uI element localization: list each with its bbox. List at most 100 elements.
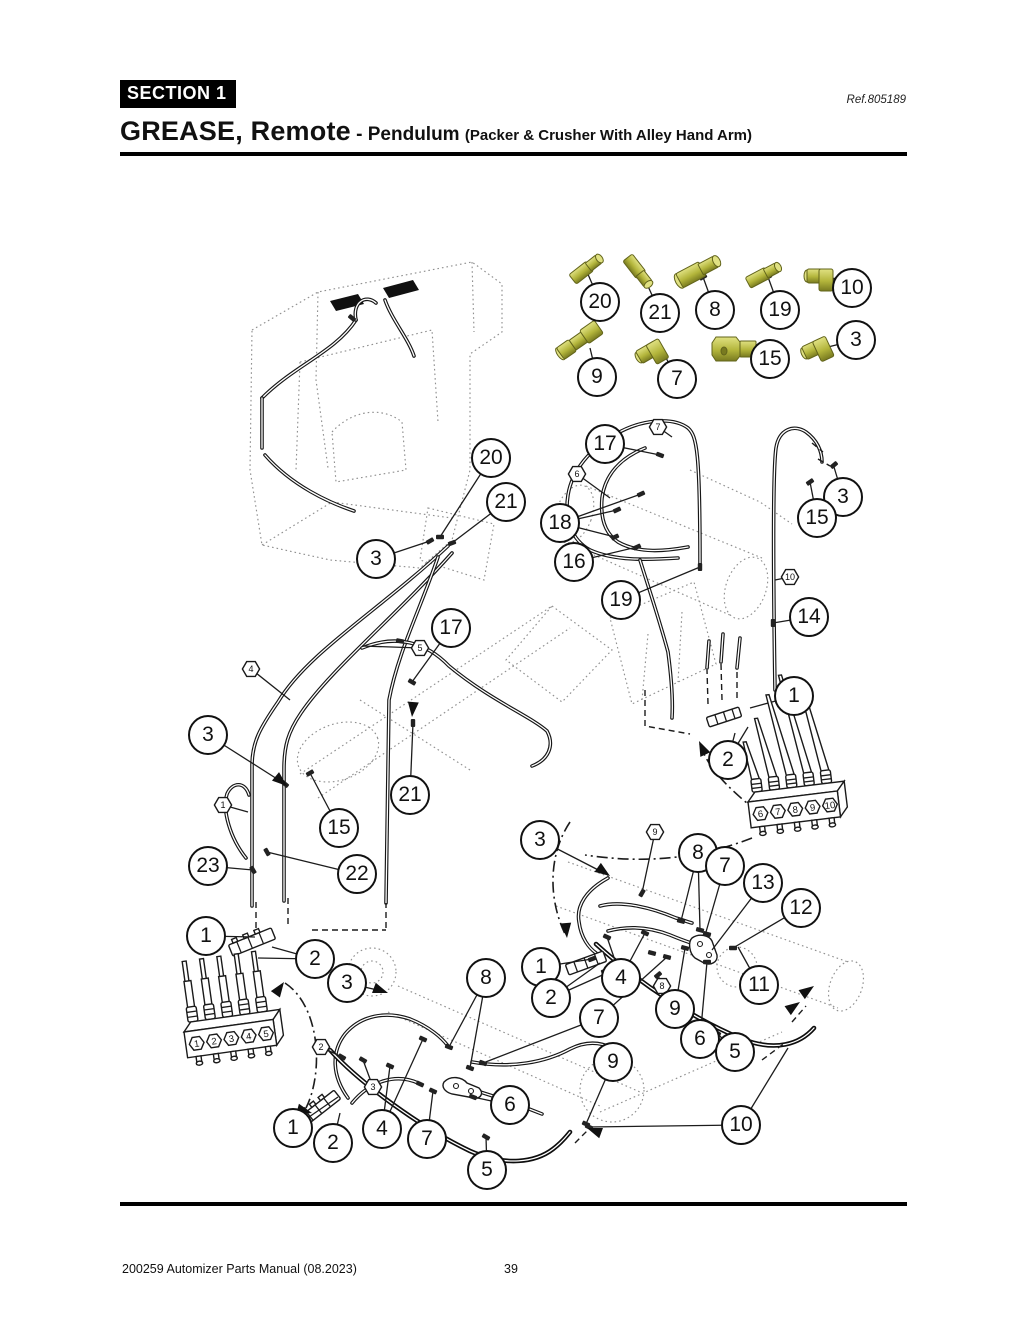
callout-11: 11 <box>739 965 779 1005</box>
manifold-port-number: 8 <box>792 805 799 817</box>
manifold-port-number: 2 <box>211 1036 218 1048</box>
manifold-port-hex <box>787 801 804 817</box>
callout-23: 23 <box>188 846 228 886</box>
callout-17: 17 <box>431 608 471 648</box>
callout-1: 1 <box>186 916 226 956</box>
manifold-port-hex <box>188 1035 205 1051</box>
hose-end-fitting <box>676 918 686 924</box>
hose-end-fitting <box>697 563 703 571</box>
hose-end-fitting <box>805 478 815 486</box>
callout-3: 3 <box>356 539 396 579</box>
header-rule <box>120 152 907 156</box>
hex-marker-number: 1 <box>220 800 225 810</box>
hex-marker-number: 8 <box>659 981 664 991</box>
callout-17: 17 <box>585 424 625 464</box>
callout-19: 19 <box>601 580 641 620</box>
fitting-parts <box>555 253 835 365</box>
manifold-port-hex <box>821 797 839 813</box>
callout-12: 12 <box>781 888 821 928</box>
callout-10: 10 <box>832 268 872 308</box>
hose-end-fitting <box>602 933 612 941</box>
hose-end-fitting <box>425 537 435 545</box>
callout-21: 21 <box>486 482 526 522</box>
callout-19: 19 <box>760 290 800 330</box>
hose-end-fitting <box>347 314 357 322</box>
hose-end-fitting <box>305 769 315 777</box>
hex-marker-number: 2 <box>318 1042 323 1052</box>
manifold-port-number: 5 <box>263 1029 270 1041</box>
page-footer: 200259 Automizer Parts Manual (08.2023) … <box>122 1262 907 1276</box>
hex-marker-number: 6 <box>574 469 579 479</box>
hex-marker <box>567 465 587 483</box>
callout-20: 20 <box>580 282 620 322</box>
manifold-port-number: 6 <box>757 809 764 821</box>
manifold-port-number: 10 <box>824 800 836 812</box>
cab-outline <box>249 261 503 569</box>
grease-fitting-coupler <box>623 254 654 289</box>
hex-marker <box>780 568 800 586</box>
hex-marker <box>645 823 665 841</box>
hose-end-fitting <box>415 1080 425 1088</box>
manifold-port-number: 4 <box>245 1031 252 1043</box>
grease-fitting-coupler2 <box>673 255 722 289</box>
callout-14: 14 <box>789 597 829 637</box>
callout-13: 13 <box>743 863 783 903</box>
hose-end-fitting <box>436 534 444 540</box>
assembly-arrow <box>560 922 572 938</box>
manifold-port-hex <box>804 799 821 815</box>
callout-1: 1 <box>273 1108 313 1148</box>
manifold-port-hex <box>240 1028 257 1044</box>
hex-marker-number: 3 <box>370 1082 375 1092</box>
hose-end-fitting <box>410 719 416 727</box>
junction-block <box>565 950 607 976</box>
pendulum-arm-outline <box>296 507 613 799</box>
mounting-bracket <box>442 1076 483 1099</box>
assembly-arrow <box>407 701 419 717</box>
callout-16: 16 <box>554 542 594 582</box>
mounting-bracket <box>688 934 718 965</box>
callout-6: 6 <box>490 1085 530 1125</box>
callout-6: 6 <box>680 1019 720 1059</box>
hose-end-fitting <box>418 1035 428 1043</box>
hose-end-fitting <box>385 1062 395 1070</box>
grease-fitting-elbow <box>803 268 834 292</box>
page-number: 39 <box>504 1262 518 1276</box>
hex-marker-number: 7 <box>655 422 660 432</box>
hose-end-fitting <box>680 945 690 951</box>
callout-7: 7 <box>705 846 745 886</box>
callout-20: 20 <box>471 438 511 478</box>
hose-end-fitting <box>428 1087 438 1095</box>
grease-fitting-coupler <box>745 261 783 289</box>
hose-end-fitting <box>610 533 620 541</box>
hex-marker <box>363 1078 383 1096</box>
hex-marker-number: 4 <box>248 664 253 674</box>
callout-15: 15 <box>750 339 790 379</box>
callout-7: 7 <box>657 359 697 399</box>
callout-9: 9 <box>593 1042 633 1082</box>
grease-fitting-coupler3 <box>555 320 604 361</box>
cab-vent <box>383 280 419 298</box>
assembly-arrow <box>270 982 284 998</box>
hose-end-fitting <box>829 461 839 469</box>
manifold-port-hex <box>769 803 787 819</box>
manual-id: 200259 Automizer Parts Manual (08.2023) <box>122 1262 357 1276</box>
footer-rule <box>120 1202 907 1206</box>
hose-end-fitting <box>702 931 712 937</box>
hex-marker-number: 10 <box>785 572 795 582</box>
manifold-port-number: 7 <box>775 807 782 819</box>
hose-end-fitting <box>587 955 597 963</box>
callout-8: 8 <box>695 290 735 330</box>
assembly-arrow <box>271 772 287 786</box>
callout-9: 9 <box>577 357 617 397</box>
manifold-port-hex <box>223 1030 240 1047</box>
callout-21: 21 <box>390 775 430 815</box>
manifold-port-hex <box>752 806 769 822</box>
assembly-arrow <box>587 1127 603 1139</box>
callout-2: 2 <box>708 740 748 780</box>
hex-marker <box>311 1038 331 1056</box>
section-badge: SECTION 1 <box>120 80 236 108</box>
hose-end-fitting <box>770 619 776 627</box>
callout-3: 3 <box>836 320 876 360</box>
hose-end-fitting <box>612 506 622 514</box>
